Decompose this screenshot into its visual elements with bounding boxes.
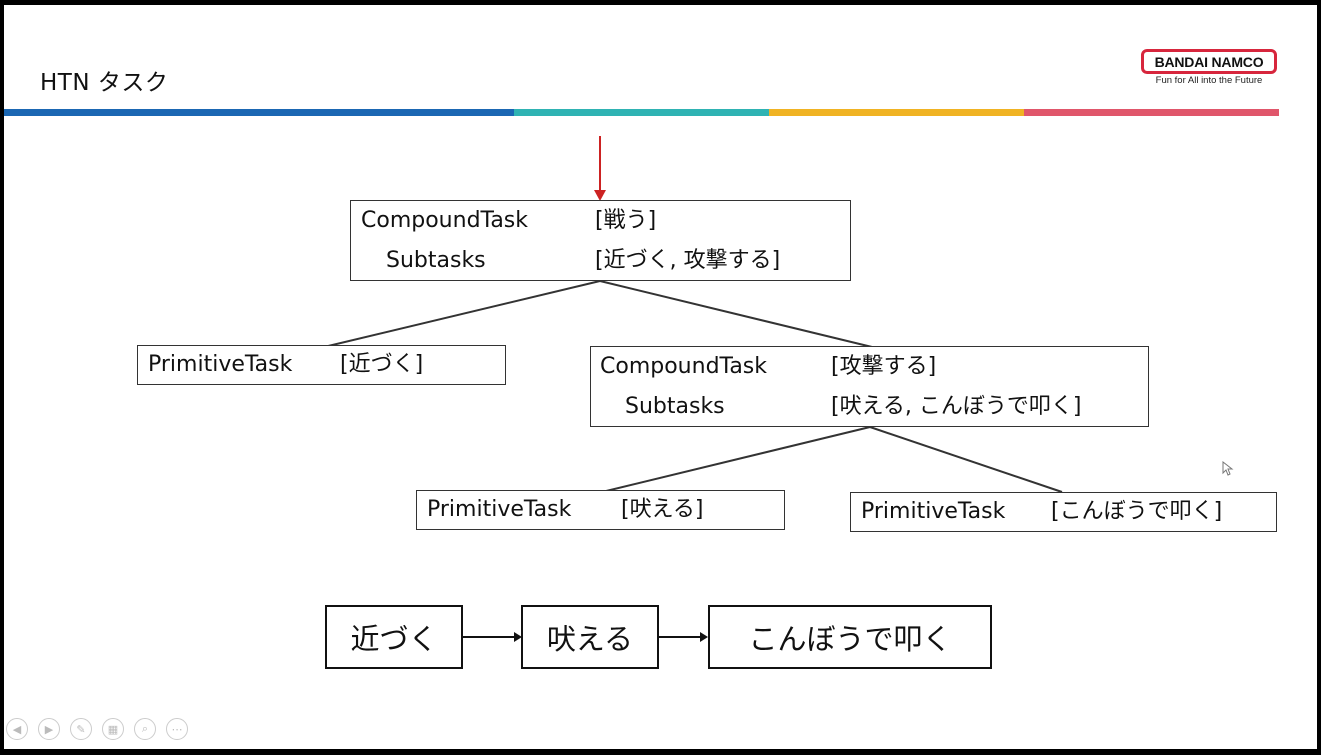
more-icon[interactable]: ⋯ xyxy=(166,718,188,740)
bark-type-label: PrimitiveTask xyxy=(427,497,572,522)
edge-root-left xyxy=(323,280,601,348)
edge-root-right xyxy=(599,280,873,348)
root-subtasks-list: [近づく, 攻撃する] xyxy=(595,248,781,273)
club-task-name: [こんぼうで叩く] xyxy=(1051,499,1223,524)
sequence-step-club: こんぼうで叩く xyxy=(708,605,992,669)
pen-icon[interactable]: ✎ xyxy=(70,718,92,740)
zoom-icon[interactable]: ⌕ xyxy=(134,718,156,740)
brand-logo: BANDAI NAMCO Fun for All into the Future xyxy=(1141,49,1277,86)
root-type-label: CompoundTask xyxy=(361,208,529,233)
next-icon[interactable]: ▶ xyxy=(38,718,60,740)
seq-arrow-1-head xyxy=(514,632,522,642)
stripe-blue xyxy=(4,109,514,116)
compound-task-attack: CompoundTask [攻撃する] Subtasks [吠える, こんぼうで… xyxy=(590,346,1149,427)
edge-right-right xyxy=(869,426,1063,493)
slide: HTN タスク BANDAI NAMCO Fun for All into th… xyxy=(4,5,1317,749)
approach-task-name: [近づく] xyxy=(340,352,424,377)
brand-logo-mark: BANDAI NAMCO xyxy=(1141,49,1277,74)
bark-task-name: [吠える] xyxy=(621,497,704,522)
color-stripe xyxy=(4,109,1279,117)
approach-type-label: PrimitiveTask xyxy=(148,352,293,377)
stripe-teal xyxy=(514,109,769,116)
mouse-cursor-icon xyxy=(1222,461,1234,476)
entry-arrow-head xyxy=(594,190,606,201)
attack-subtasks-label: Subtasks xyxy=(625,394,725,419)
root-subtasks-label: Subtasks xyxy=(386,248,486,273)
slide-title: HTN タスク xyxy=(40,70,169,96)
slides-icon[interactable]: ▦ xyxy=(102,718,124,740)
attack-subtasks-list: [吠える, こんぼうで叩く] xyxy=(831,394,1082,419)
primitive-task-bark: PrimitiveTask [吠える] xyxy=(416,490,785,530)
primitive-task-approach: PrimitiveTask [近づく] xyxy=(137,345,506,385)
brand-tagline: Fun for All into the Future xyxy=(1155,75,1263,86)
attack-task-name: [攻撃する] xyxy=(831,354,937,379)
tree-edges xyxy=(323,136,1063,642)
edge-right-left xyxy=(601,426,871,493)
seq-arrow-2-head xyxy=(700,632,708,642)
stripe-pink xyxy=(1024,109,1279,116)
attack-type-label: CompoundTask xyxy=(600,354,768,379)
primitive-task-club: PrimitiveTask [こんぼうで叩く] xyxy=(850,492,1277,532)
root-task-name: [戦う] xyxy=(595,208,657,233)
sequence-step-approach: 近づく xyxy=(325,605,463,669)
root-compound-task: CompoundTask [戦う] Subtasks [近づく, 攻撃する] xyxy=(350,200,851,281)
sequence-step-bark: 吠える xyxy=(521,605,659,669)
club-type-label: PrimitiveTask xyxy=(861,499,1006,524)
prev-icon[interactable]: ◀ xyxy=(6,718,28,740)
stripe-yellow xyxy=(769,109,1024,116)
